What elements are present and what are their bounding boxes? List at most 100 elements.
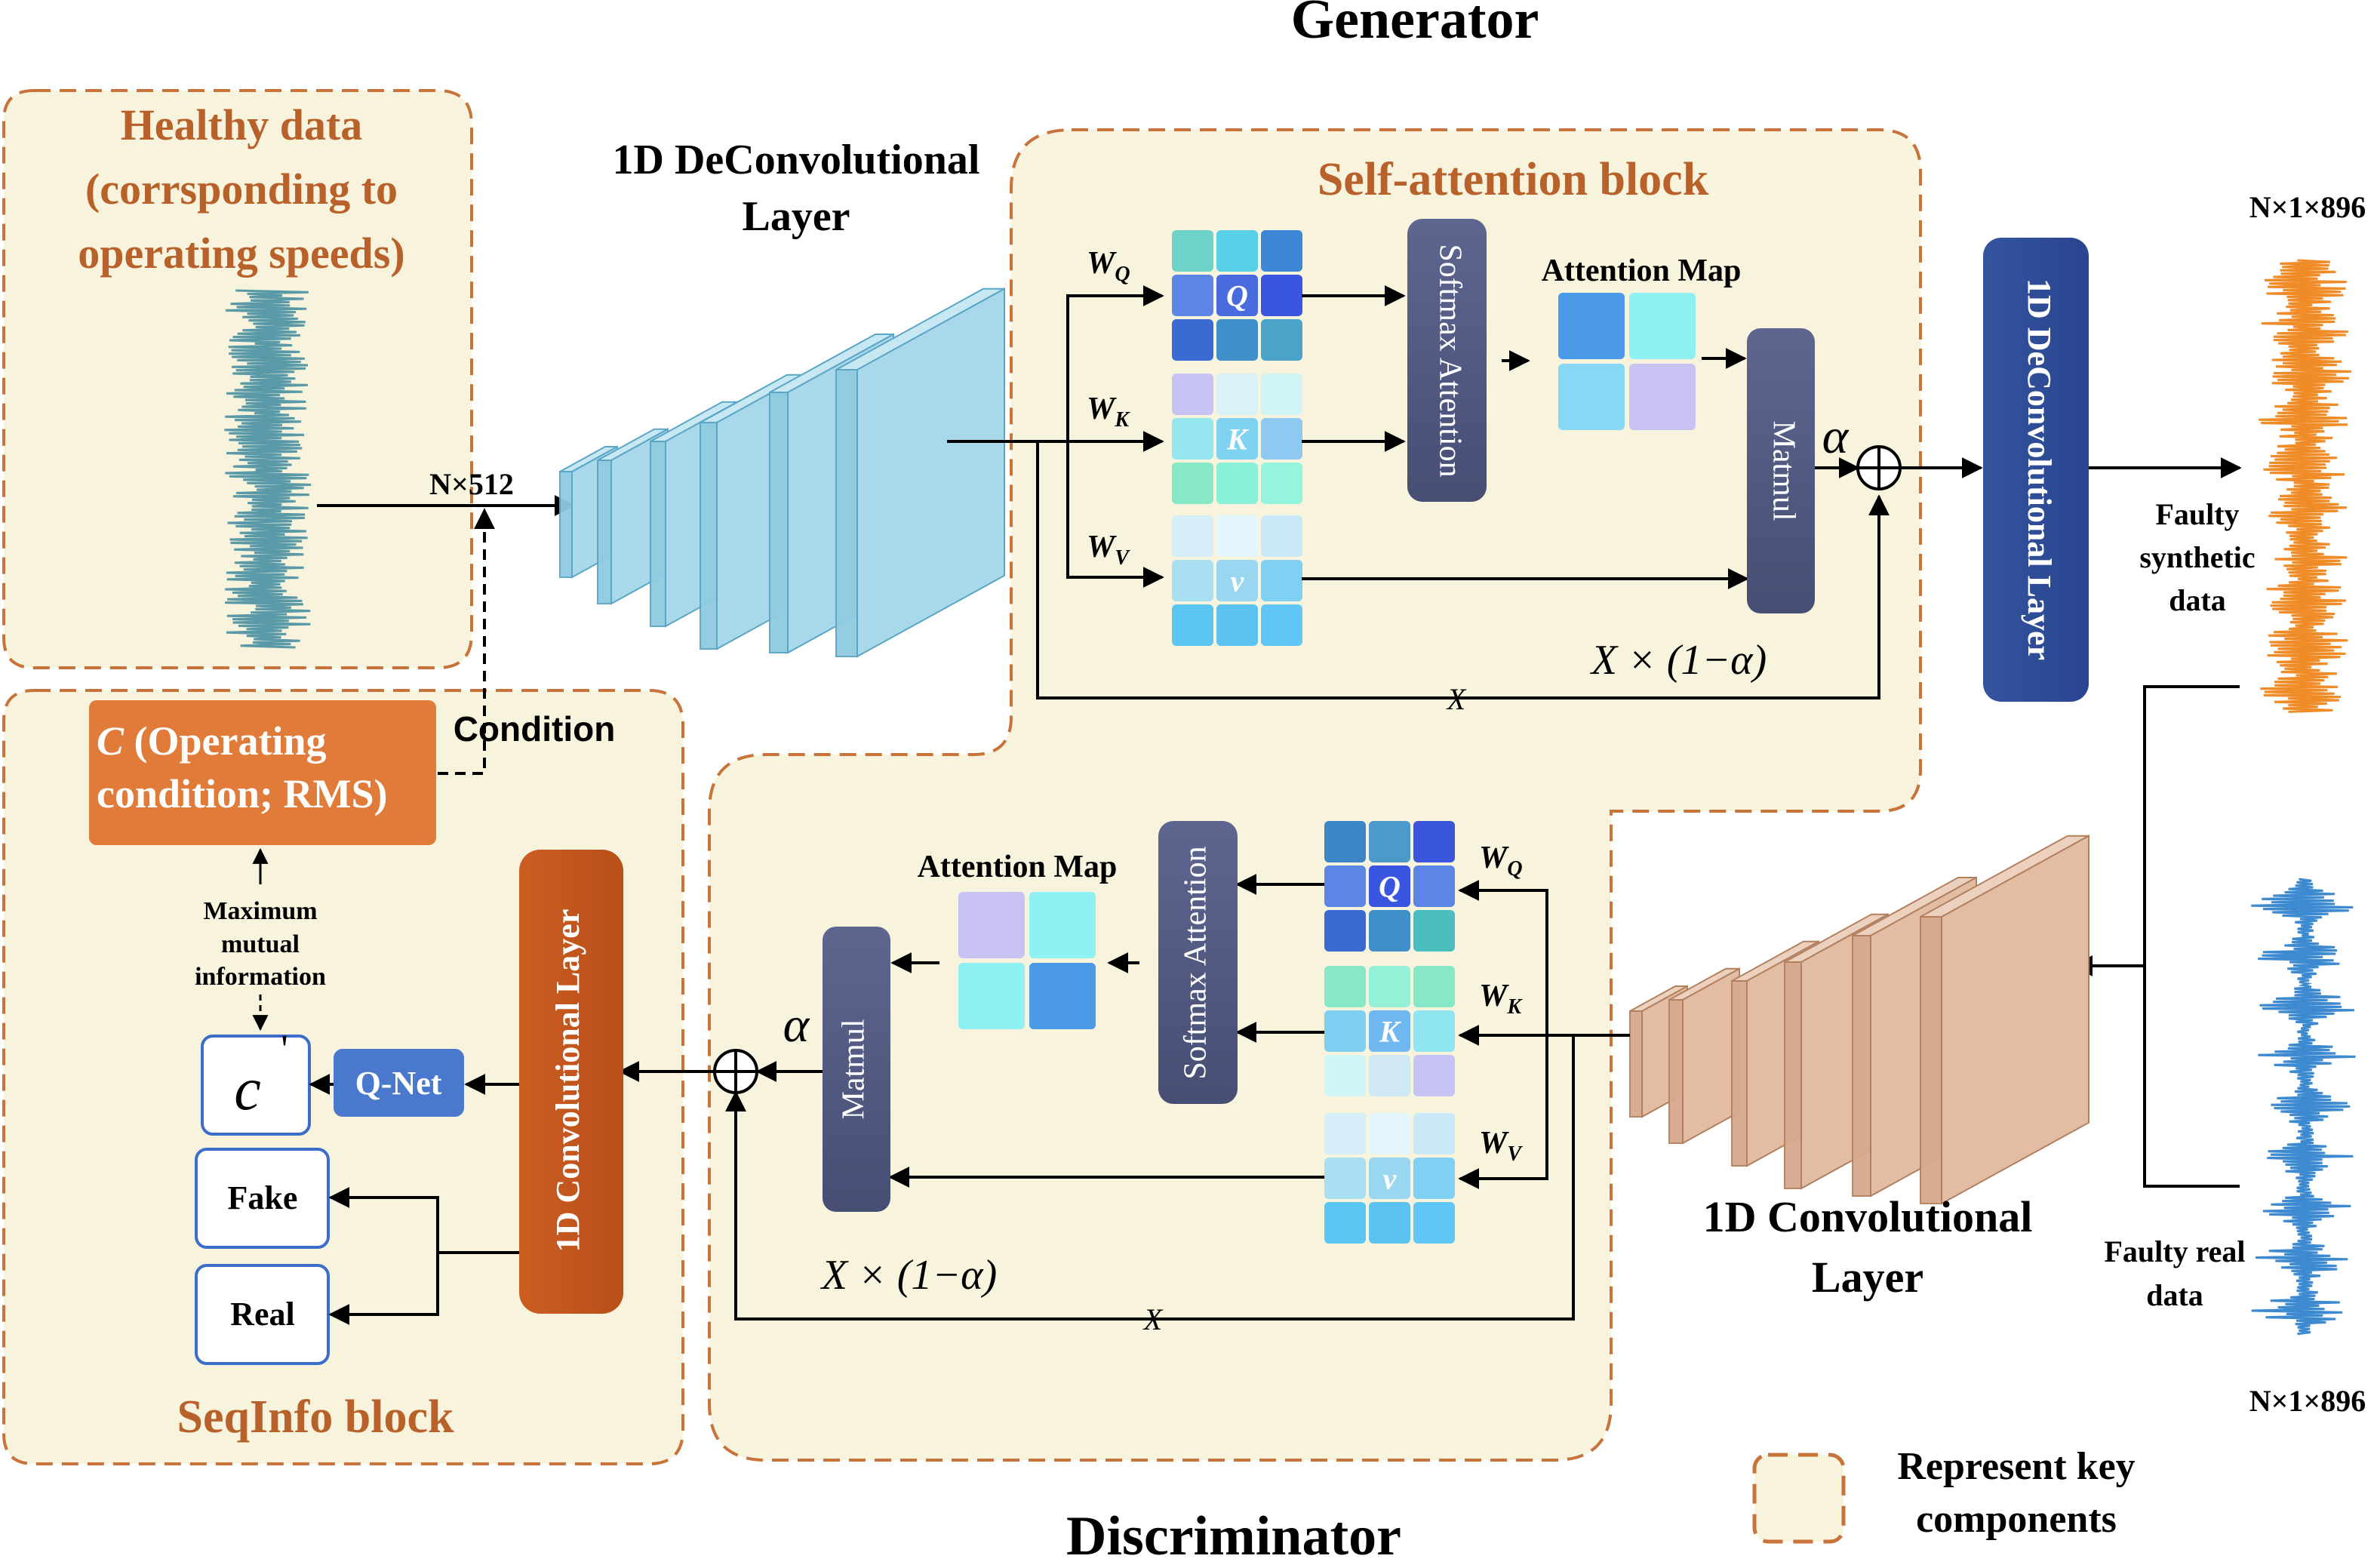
synthetic-label-line1: Faulty (2155, 497, 2239, 531)
gen-k-symbol: K (1226, 423, 1249, 457)
disc-v-cell-2 (1369, 1113, 1410, 1154)
synthetic-label-line2: synthetic (2139, 540, 2255, 574)
gen-key-matrix: K (1172, 374, 1302, 504)
deconv-slab-6 (835, 287, 1005, 658)
disc-wq-label: WQ (1479, 841, 1523, 881)
gen-q-cell-7 (1172, 319, 1213, 361)
synthetic-to-disc-line (2143, 685, 2240, 966)
gen-v-cell-5 (1216, 560, 1258, 601)
disc-q-cell-9 (1413, 910, 1455, 952)
self-attention-title: Self-attention block (1318, 154, 1709, 205)
disc-query-matrix: Q (1324, 821, 1455, 952)
gen-v-cell-1 (1172, 515, 1213, 557)
disc-attn-cell-1 (958, 892, 1025, 958)
qnet-label: Q-Net (355, 1065, 442, 1102)
disc-k-cell-3 (1413, 966, 1455, 1007)
disc-v-cell-8 (1369, 1202, 1410, 1244)
gen-wq-label: WQ (1087, 246, 1130, 286)
real-label-line1: Faulty real (2104, 1234, 2245, 1268)
disc-k-cell-9 (1413, 1055, 1455, 1096)
disc-q-symbol: Q (1379, 870, 1401, 904)
gen-attn-cell-3 (1558, 364, 1625, 430)
svg-text:WQ: WQ (1087, 246, 1130, 286)
real-label-line2: data (2146, 1278, 2203, 1312)
healthy-signal-waveform (224, 289, 312, 649)
legend-swatch (1752, 1453, 1846, 1544)
disc-q-cell-8 (1369, 910, 1410, 952)
condition-box-line2: condition; RMS) (97, 771, 388, 816)
disc-k-cell-2 (1369, 966, 1410, 1007)
mmi-line2: mutual (221, 930, 300, 958)
gen-q-cell-1 (1172, 230, 1213, 272)
gen-attn-cell-2 (1629, 293, 1696, 359)
gen-k-cell-2 (1216, 374, 1258, 415)
disc-softmax-attention-label: Softmax Attention (1179, 846, 1213, 1079)
disc-k-cell-8 (1369, 1055, 1410, 1096)
generator-title: Generator (1291, 0, 1539, 51)
gen-v-cell-4 (1172, 560, 1213, 601)
gen-q-cell-4 (1172, 275, 1213, 316)
deconv-output-label: 1D DeConvolutional Layer (2021, 278, 2058, 660)
gen-q-cell-6 (1261, 275, 1302, 316)
gen-q-cell-2 (1216, 230, 1258, 272)
gen-residual-label: X × (1−α) (1590, 637, 1767, 684)
conv-layer-stack (1629, 835, 2089, 1205)
conv-to-fake-arrow (328, 1187, 519, 1254)
conv-slab-2 (1668, 967, 1740, 1145)
disc-k-cell-4 (1324, 1010, 1366, 1052)
gen-attn-cell-4 (1629, 364, 1696, 430)
condition-label: Condition (454, 709, 616, 749)
gen-k-cell-4 (1172, 418, 1213, 460)
disc-v-symbol: v (1383, 1162, 1398, 1196)
disc-attn-cell-4 (1029, 963, 1096, 1029)
disc-v-cell-1 (1324, 1113, 1366, 1154)
condition-box (89, 700, 436, 845)
disc-k-cell-7 (1324, 1055, 1366, 1096)
disc-q-cell-2 (1369, 821, 1410, 862)
svg-text:WK: WK (1479, 979, 1523, 1019)
synthetic-dim-label: N×1×896 (2249, 190, 2366, 224)
conv-stack-label-line1: 1D Convolutional (1703, 1192, 2033, 1241)
gen-wk-label: WK (1087, 392, 1130, 432)
gen-value-matrix: v (1172, 515, 1302, 646)
disc-sum-node (713, 1049, 758, 1094)
gen-k-cell-1 (1172, 374, 1213, 415)
disc-q-cell-1 (1324, 821, 1366, 862)
qnet-box (334, 1049, 464, 1117)
mmi-line1: Maximum (203, 897, 317, 925)
gen-q-cell-5 (1216, 275, 1258, 316)
mmi-line3: information (195, 963, 326, 991)
seqinfo-conv-label: 1D Convolutional Layer (549, 909, 586, 1253)
conv-slab-6 (1920, 835, 2089, 1205)
disc-q-cell-6 (1413, 865, 1455, 907)
c-prime-mark: ' (281, 1026, 288, 1071)
healthy-title-line3: operating speeds) (78, 229, 404, 278)
gen-wv-label: WV (1087, 530, 1130, 570)
gen-sum-node (1856, 445, 1902, 490)
disc-v-cell-4 (1324, 1158, 1366, 1199)
faulty-real-signal-waveform (2251, 878, 2356, 1336)
gen-v-cell-3 (1261, 515, 1302, 557)
gen-k-cell-8 (1216, 463, 1258, 504)
disc-attention-map-label: Attention Map (918, 850, 1118, 884)
gen-v-cell-9 (1261, 604, 1302, 646)
disc-wq-line (1458, 880, 1548, 1035)
gen-x-label: X (1446, 682, 1467, 716)
discriminator-title: Discriminator (1066, 1505, 1401, 1564)
disc-matmul-box (823, 927, 890, 1212)
disc-key-matrix: K (1324, 966, 1455, 1096)
healthy-data-panel (2, 89, 473, 669)
healthy-title-line1: Healthy data (121, 100, 363, 149)
disc-matmul-label: Matmul (837, 1019, 872, 1120)
disc-alpha-label: α (783, 998, 810, 1053)
gen-x-skip-line (1036, 441, 1890, 699)
deconv-stack-label-line1: 1D DeConvolutional (613, 137, 980, 183)
gen-q-cell-8 (1216, 319, 1258, 361)
svg-text:WK: WK (1087, 392, 1130, 432)
disc-softmax-attention-box (1158, 821, 1238, 1104)
deconv-stack-label-line2: Layer (742, 193, 850, 240)
disc-attention-map-matrix (958, 892, 1096, 1029)
disc-k-cell-1 (1324, 966, 1366, 1007)
healthy-dimension-label: N×512 (429, 467, 514, 501)
